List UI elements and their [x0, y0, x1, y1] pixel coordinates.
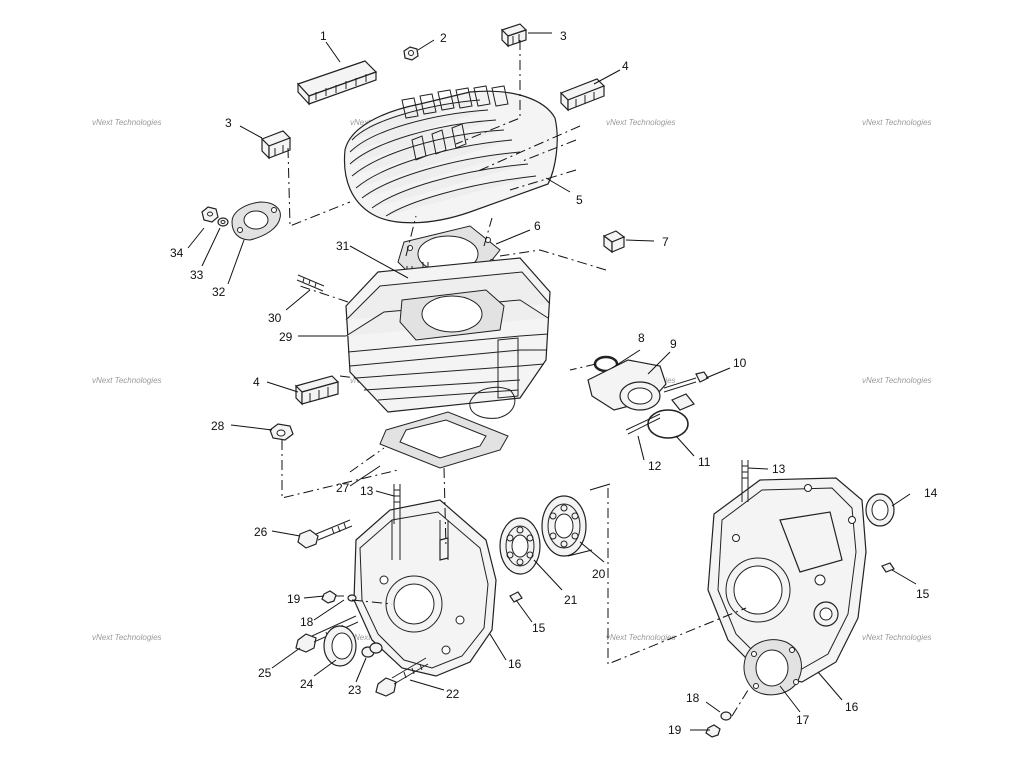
assembly-lines	[281, 40, 749, 717]
part-29-cylinder	[345, 257, 551, 419]
part-10-screw	[663, 371, 709, 393]
part-9-intake-flange	[587, 359, 667, 411]
leader-lines	[187, 32, 917, 731]
label-18-right: 18	[686, 691, 700, 705]
watermark-11: vNext Technologies	[606, 633, 676, 642]
watermark-12: vNext Technologies	[862, 633, 932, 642]
label-3-top: 3	[560, 29, 567, 43]
part-22-bolt	[375, 657, 429, 697]
label-16-right: 16	[845, 700, 859, 714]
part-14-seal	[865, 493, 895, 527]
label-14: 14	[924, 486, 938, 500]
part-3-block-top	[500, 23, 528, 48]
part-27-base-gasket	[379, 411, 509, 469]
watermark-9: vNext Technologies	[92, 633, 162, 642]
part-15-dowel-right	[881, 562, 895, 573]
label-22: 22	[446, 687, 460, 701]
part-19-screw-left	[321, 590, 344, 604]
label-15-left: 15	[532, 621, 546, 635]
part-1-cap-strip	[296, 60, 378, 106]
label-34: 34	[170, 246, 184, 260]
label-24: 24	[300, 677, 314, 691]
part-13-stud-left	[393, 484, 401, 524]
part-24-seal	[323, 625, 357, 667]
label-31: 31	[336, 239, 350, 253]
watermark-1: vNext Technologies	[92, 118, 162, 127]
part-19-screw-right	[705, 724, 721, 738]
label-19-right: 19	[668, 723, 682, 737]
watermark-5: vNext Technologies	[92, 376, 162, 385]
part-30-stud	[296, 274, 325, 292]
label-7: 7	[662, 235, 669, 249]
label-11: 11	[698, 455, 711, 469]
head-fins	[349, 85, 537, 217]
part-3-block-left	[260, 130, 292, 160]
label-1: 1	[320, 29, 327, 43]
part-16-crankcase-right	[707, 477, 867, 683]
part-26-bolt	[297, 519, 353, 549]
part-5-cylinder-head	[343, 85, 558, 224]
label-13-right: 13	[772, 462, 786, 476]
label-18-left: 18	[300, 615, 314, 629]
label-32: 32	[212, 285, 226, 299]
label-6: 6	[534, 219, 541, 233]
part-18-washer-right	[720, 711, 732, 721]
part-17-cover-gasket	[743, 639, 802, 696]
label-26: 26	[254, 525, 268, 539]
label-25: 25	[258, 666, 272, 680]
part-23-bushing	[361, 642, 383, 658]
label-23: 23	[348, 683, 362, 697]
part-34-nut	[201, 206, 219, 223]
label-28: 28	[211, 419, 225, 433]
label-12: 12	[648, 459, 662, 473]
label-17: 17	[796, 713, 810, 727]
label-13-left: 13	[360, 484, 374, 498]
part-4-block-top	[559, 78, 606, 112]
label-30: 30	[268, 311, 282, 325]
part-13-stud-right	[741, 460, 749, 502]
label-21: 21	[564, 593, 578, 607]
label-10: 10	[733, 356, 747, 370]
label-9: 9	[670, 337, 677, 351]
label-20: 20	[592, 567, 606, 581]
part-15-dowel-left	[509, 591, 523, 603]
label-3-left: 3	[225, 116, 232, 130]
label-16-left: 16	[508, 657, 522, 671]
part-20-bearing-large	[541, 495, 587, 557]
part-7-block	[602, 230, 626, 254]
label-15-right: 15	[916, 587, 930, 601]
part-18-washer-left	[347, 594, 357, 602]
part-28-nut	[269, 423, 294, 441]
part-number-labels: 1 2 3 4 3 5 6 7 34 33 32 31 30 29 4 28 2…	[170, 29, 938, 737]
label-5: 5	[576, 193, 583, 207]
part-16-crankcase-left	[353, 499, 497, 677]
watermark-8: vNext Technologies	[862, 376, 932, 385]
part-32-flange-gasket	[231, 201, 281, 241]
part-33-washer	[217, 217, 229, 227]
label-29: 29	[279, 330, 293, 344]
watermark-4: vNext Technologies	[862, 118, 932, 127]
label-2: 2	[440, 31, 447, 45]
label-19-left: 19	[287, 592, 301, 606]
part-12-screw	[625, 413, 661, 435]
label-33: 33	[190, 268, 204, 282]
label-4-top: 4	[622, 59, 629, 73]
part-21-bearing	[499, 517, 541, 575]
label-8: 8	[638, 331, 645, 345]
watermark-3: vNext Technologies	[606, 118, 676, 127]
label-4-left: 4	[253, 375, 260, 389]
part-2-nut	[403, 46, 419, 61]
part-4-block-left	[294, 375, 340, 406]
label-27: 27	[336, 481, 350, 495]
